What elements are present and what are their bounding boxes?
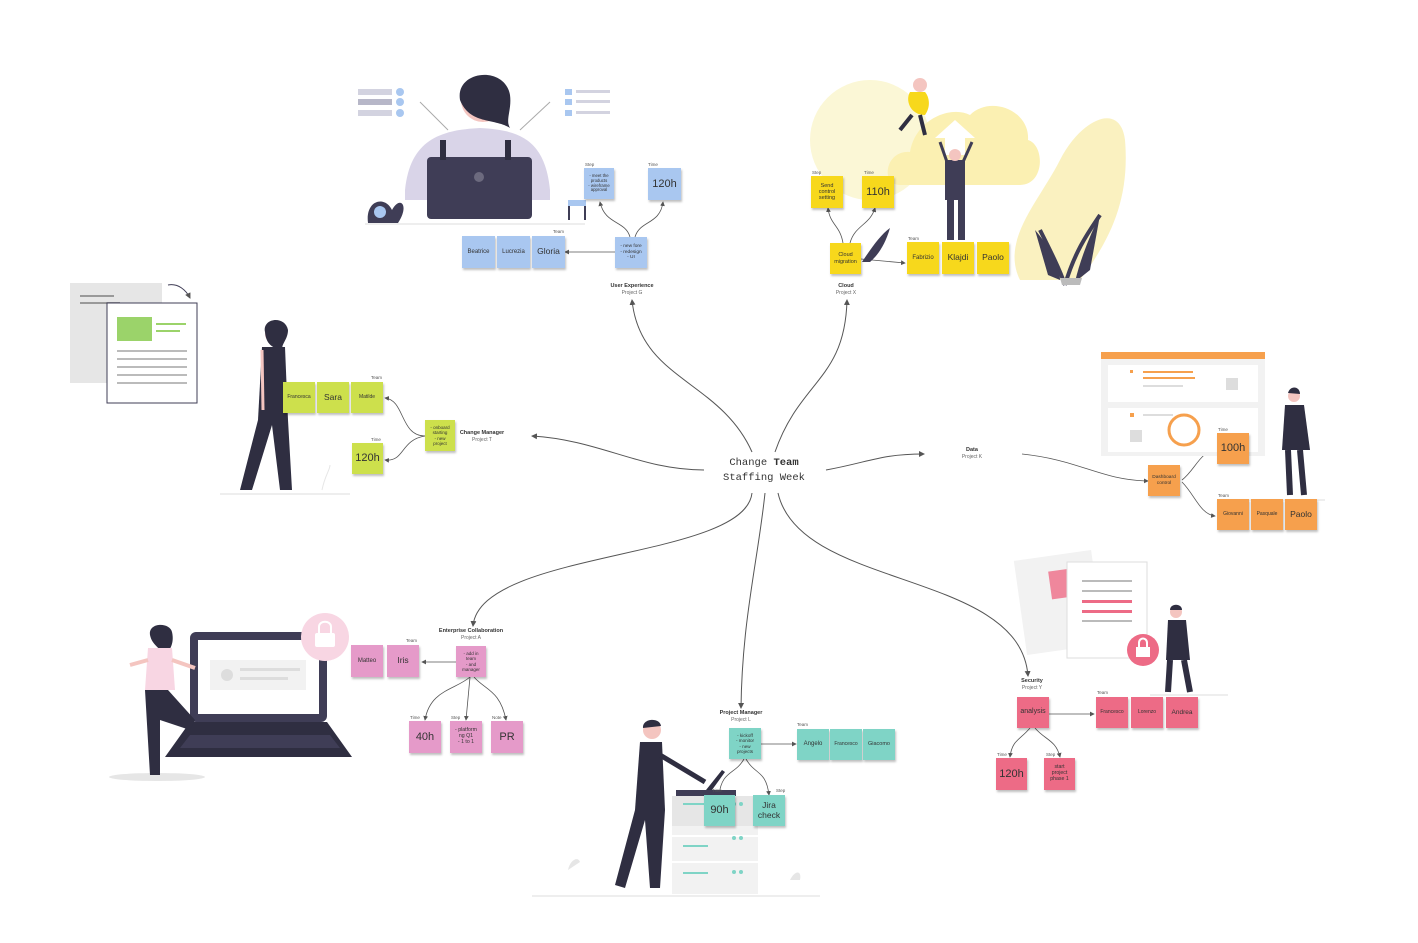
pm-step-sticky[interactable]: Jira check — [753, 795, 785, 826]
center-node[interactable]: Change Team Staffing Week — [706, 456, 822, 485]
security-team-member-2[interactable]: Lorenzo — [1131, 697, 1163, 728]
enterprise-step-sticky[interactable]: - platform ng Q1 - 1 to 1 — [450, 721, 482, 753]
data-main-sticky[interactable]: Dashboard control — [1148, 465, 1180, 496]
change-time-sticky[interactable]: 120h — [352, 443, 383, 474]
security-project: Project Y — [1021, 685, 1043, 691]
security-team-tag: Team — [1097, 690, 1109, 695]
branch-line-data — [825, 451, 925, 471]
cloud-step-sticky[interactable]: Send control setting — [811, 176, 843, 208]
cloud-time-sticky[interactable]: 110h — [862, 176, 894, 208]
security-title: Security — [1021, 678, 1043, 684]
data-time-sticky[interactable]: 100h — [1217, 433, 1249, 464]
enterprise-time-tag: Time — [410, 715, 420, 720]
center-line2: Staffing Week — [723, 471, 805, 484]
pm-time-tag: Time — [712, 788, 722, 793]
security-step-sticky[interactable]: start project phase 1 — [1044, 758, 1075, 790]
security-main-sticky[interactable]: analysis — [1017, 697, 1049, 728]
pm-team-tag: Team — [797, 722, 809, 727]
ux-team-member-3[interactable]: Gloria — [532, 236, 565, 268]
cloud-main-sticky[interactable]: Cloud migration — [830, 243, 861, 274]
data-title: Data — [966, 447, 978, 453]
data-time-tag: Time — [1218, 427, 1228, 432]
pm-step-tag: Step — [776, 788, 786, 793]
pm-team-member-3[interactable]: Giacomo — [863, 729, 895, 760]
pm-time-sticky[interactable]: 90h — [704, 795, 735, 826]
security-time-tag: Time — [997, 752, 1007, 757]
ux-team-tag: Team — [553, 229, 565, 234]
center-line1-b: Team — [773, 457, 799, 469]
change-title: Change Manager — [459, 430, 505, 436]
ux-project: Project G — [621, 290, 643, 296]
branch-line-security — [777, 492, 1031, 677]
cloud-title: Cloud — [838, 283, 854, 289]
security-time-sticky[interactable]: 120h — [996, 758, 1027, 790]
security-step-tag: Step — [1046, 752, 1056, 757]
pm-project: Project L — [731, 717, 751, 723]
change-team-member-3[interactable]: Matilde — [351, 382, 383, 413]
enterprise-title: Enterprise Collaboration — [438, 628, 504, 634]
enterprise-team-member-2[interactable]: Iris — [387, 645, 419, 677]
security-team-member-1[interactable]: Francesco — [1096, 697, 1128, 728]
ux-team-member-2[interactable]: Lucrezia — [497, 236, 530, 268]
change-team-tag: Team — [371, 375, 383, 380]
pm-team-member-1[interactable]: Angelo — [797, 729, 829, 760]
enterprise-note-tag: Note — [492, 715, 502, 720]
cloud-team-member-2[interactable]: Klajdi — [942, 242, 974, 274]
change-illustration — [70, 283, 350, 495]
data-team-member-2[interactable]: Pasquale — [1251, 499, 1283, 530]
change-main-sticky[interactable]: - onboard starting - new project — [425, 420, 455, 451]
cloud-team-tag: Team — [908, 236, 920, 241]
branch-line-ux — [629, 299, 753, 453]
enterprise-step-tag: Step — [451, 715, 461, 720]
data-team-member-3[interactable]: Paolo — [1285, 499, 1317, 530]
ux-main-sticky[interactable]: - new fore - redesign - UI — [615, 237, 647, 268]
change-time-tag: Time — [371, 437, 381, 442]
enterprise-team-member-1[interactable]: Matteo — [351, 645, 383, 677]
data-project: Project K — [961, 454, 983, 460]
security-illustration — [1013, 550, 1228, 696]
cloud-team-member-1[interactable]: Fabrizio — [907, 242, 939, 274]
cloud-project: Project X — [835, 290, 857, 296]
data-illustration — [1101, 352, 1325, 501]
ux-title: User Experience — [610, 283, 654, 289]
enterprise-time-sticky[interactable]: 40h — [409, 721, 441, 753]
branch-line-pm — [738, 492, 766, 709]
data-team-tag: Team — [1218, 493, 1230, 498]
branch-line-cloud — [774, 299, 850, 453]
ux-time-sticky[interactable]: 120h — [648, 168, 681, 200]
branch-line-enterprise — [470, 492, 753, 627]
center-line1-a: Change — [729, 457, 768, 469]
sub-connectors — [384, 201, 1216, 796]
enterprise-team-tag: Team — [406, 638, 418, 643]
ux-team-member-1[interactable]: Beatrice — [462, 236, 495, 268]
enterprise-illustration — [109, 613, 352, 781]
pm-team-member-2[interactable]: Francesco — [830, 729, 862, 760]
change-team-member-1[interactable]: Francesca — [283, 382, 315, 413]
enterprise-main-sticky[interactable]: - add in team - and manager — [456, 646, 486, 677]
security-team-member-3[interactable]: Andrea — [1166, 697, 1198, 728]
ux-illustration — [358, 74, 610, 225]
enterprise-project: Project A — [460, 635, 481, 641]
change-team-member-2[interactable]: Sara — [317, 382, 349, 413]
ux-step-sticky[interactable]: - meet the products - wireframe approval — [584, 168, 614, 199]
cloud-illustration — [810, 78, 1126, 286]
branch-line-change — [531, 433, 705, 471]
cloud-team-member-3[interactable]: Paolo — [977, 242, 1009, 274]
cloud-step-tag: Step — [812, 170, 822, 175]
change-project: Project T — [472, 437, 492, 443]
ux-time-tag: Time — [648, 162, 658, 167]
cloud-time-tag: Time — [864, 170, 874, 175]
pm-title: Project Manager — [719, 710, 763, 716]
pm-main-sticky[interactable]: - kickoff - monitor - new projects — [729, 728, 761, 759]
data-team-member-1[interactable]: Giovanni — [1217, 499, 1249, 530]
main-branches — [470, 299, 1031, 709]
ux-step-tag: Step — [585, 162, 595, 167]
enterprise-note-sticky[interactable]: PR — [491, 721, 523, 753]
